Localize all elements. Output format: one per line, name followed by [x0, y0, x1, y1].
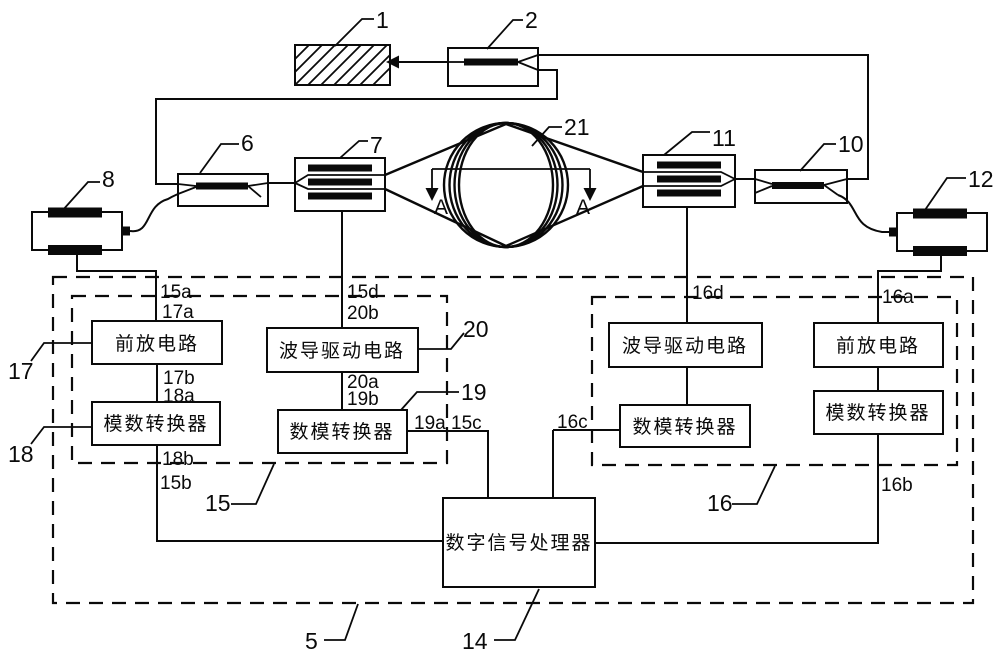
port-15a: 15a: [160, 282, 192, 303]
ref-8: 8: [102, 166, 115, 192]
waveguide-internals: [177, 54, 848, 198]
waveguide-driver-right-box: [608, 322, 763, 368]
port-20a: 20a: [347, 372, 379, 393]
waveguide-driver-left-box: [266, 327, 419, 373]
detector-box-8: [31, 211, 123, 251]
port-15b: 15b: [160, 473, 192, 494]
port-16c: 16c: [557, 412, 588, 433]
port-15c: 15c: [451, 413, 482, 434]
fiber-10-to-12: [837, 194, 889, 233]
wire-adc-right-to-dsp: [595, 434, 879, 544]
port-18b: 18b: [162, 449, 194, 470]
dsp-box: [442, 497, 596, 588]
section-label-a-left: A: [434, 196, 448, 219]
ref-17: 17: [8, 358, 34, 384]
adc-right-label: 模数转换器: [825, 402, 930, 424]
dashed-box-16-right-channel: [590, 295, 959, 467]
ref-18: 18: [8, 441, 34, 467]
wire-source-to-coupler6: [155, 69, 558, 185]
fiber-lead-left-bottom: [384, 187, 507, 248]
port-20b: 20b: [347, 303, 379, 324]
ref-12: 12: [968, 166, 994, 192]
fiber-coil-21: [384, 121, 644, 249]
electrode-bars: [48, 58, 967, 256]
ref-2: 2: [525, 7, 538, 33]
wire-dac-left-to-dsp: [407, 430, 489, 498]
wire-adc-left-to-dsp: [156, 445, 443, 542]
ref-5: 5: [305, 628, 318, 654]
section-label-a-right: A: [576, 196, 590, 219]
port-16a: 16a: [882, 287, 914, 308]
port-17b: 17b: [163, 368, 195, 389]
arrowhead-into-source: [386, 55, 399, 69]
coupler-box-2: [447, 47, 539, 87]
dac-left-label: 数模转换器: [289, 421, 394, 443]
fiber-8-to-6: [129, 193, 179, 233]
ref-20: 20: [463, 316, 489, 342]
dac-right-box: [619, 404, 751, 448]
adc-right-box: [813, 390, 944, 435]
pigtail-connector-8: [122, 226, 130, 236]
dsp-label: 数字信号处理器: [445, 532, 592, 554]
ref-6: 6: [241, 130, 254, 156]
hatch-pattern: [294, 44, 391, 86]
port-16d: 16d: [692, 283, 724, 304]
leader-lines: [30, 18, 966, 641]
section-line-a-a: A A: [425, 168, 597, 219]
ref-19: 19: [461, 379, 487, 405]
outer-dashed-box-5: [51, 275, 975, 605]
ref-1: 1: [376, 7, 389, 33]
adc-left-box: [91, 401, 221, 446]
port-19b: 19b: [347, 389, 379, 410]
wire-8-to-preamp-left: [76, 255, 157, 321]
wire-12-to-preamp-right: [877, 256, 942, 323]
ref-10: 10: [838, 131, 864, 157]
port-15d: 15d: [347, 282, 379, 303]
reference-numerals: 1 2 6 7 8 10 11 12 21 15 16 17 18 19 20 …: [8, 7, 994, 654]
ref-16: 16: [707, 490, 733, 516]
waveguide-driver-right-label: 波导驱动电路: [622, 335, 748, 357]
dac-right-label: 数模转换器: [632, 416, 737, 438]
preamp-left-label: 前放电路: [115, 333, 199, 355]
fiber-lead-left-top: [384, 122, 507, 177]
fiber-lead-right-bottom: [505, 184, 644, 248]
waveguide-driver-left-label: 波导驱动电路: [279, 340, 405, 362]
section-arrow-right-icon: [583, 188, 597, 201]
port-19a: 19a: [414, 413, 446, 434]
block-captions: 前放电路 模数转换器 波导驱动电路 数模转换器 波导驱动电路 数模转换器 前放电…: [103, 333, 930, 554]
ref-21: 21: [564, 114, 590, 140]
port-17a: 17a: [162, 302, 194, 323]
wires: [76, 54, 942, 544]
wire-top-return: [538, 54, 869, 180]
port-labels: 15a 17a 17b 18a 18b 15b 15d 20b 20a 19b …: [160, 282, 914, 496]
ref-15: 15: [205, 490, 231, 516]
fiber-lead-right-top: [505, 122, 644, 174]
ref-11: 11: [712, 125, 736, 151]
dashed-box-15-left-channel: [70, 294, 449, 465]
preamp-right-box: [813, 322, 944, 368]
ref-7: 7: [370, 132, 383, 158]
adc-left-label: 模数转换器: [103, 413, 208, 435]
section-arrow-left-icon: [425, 188, 439, 201]
port-18a: 18a: [163, 386, 195, 407]
coupler-box-6: [177, 173, 269, 207]
ref-14: 14: [462, 628, 488, 654]
pigtail-connector-12: [889, 227, 897, 237]
detector-box-12: [896, 212, 988, 252]
port-16b: 16b: [881, 475, 913, 496]
preamp-right-label: 前放电路: [836, 335, 920, 357]
